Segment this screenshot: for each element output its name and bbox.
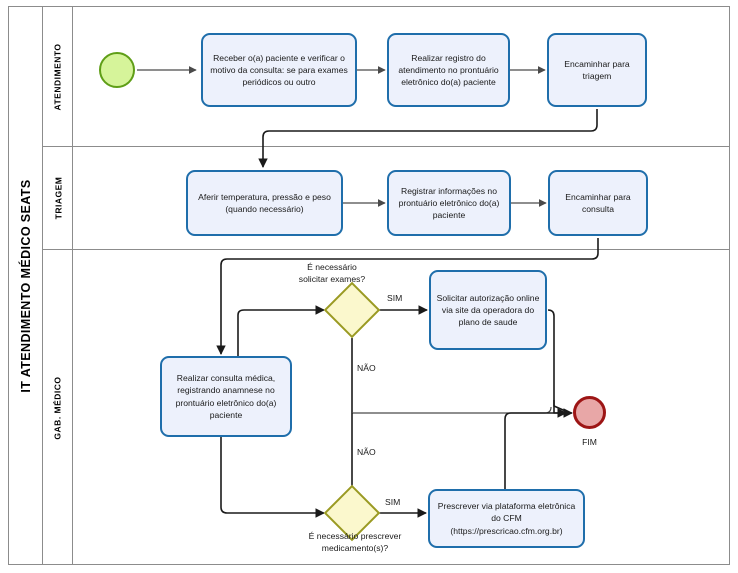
gateway-exames-question-line2: solicitar exames? (298, 273, 366, 284)
lane-label-triagem-text: TRIAGEM (53, 176, 64, 219)
pool-title: IT ATENDIMENTO MÉDICO SEATS (18, 178, 33, 393)
lane-label-triagem: TRIAGEM (43, 146, 73, 249)
lane-separator-1 (43, 146, 729, 147)
task-receber-paciente[interactable]: Receber o(a) paciente e verificar o moti… (201, 33, 357, 107)
gateway-medicamentos-sim-label: SIM (385, 497, 401, 507)
task-encaminhar-triagem[interactable]: Encaminhar para triagem (547, 33, 647, 107)
task-receber-paciente-label: Receber o(a) paciente e verificar o moti… (210, 52, 348, 88)
task-solicitar-autorizacao-label: Solicitar autorização online via site da… (436, 292, 540, 328)
gateway-exames-question-line1: É necessário (307, 262, 357, 272)
task-registrar-informacoes-label: Registrar informações no prontuário elet… (398, 185, 500, 221)
task-registro-atendimento-label: Realizar registro do atendimento no pron… (398, 52, 499, 88)
lane-label-atendimento-text: ATENDIMENTO (53, 42, 64, 111)
gateway-exames-question: É necessário solicitar exames? (277, 262, 387, 285)
task-solicitar-autorizacao[interactable]: Solicitar autorização online via site da… (429, 270, 547, 350)
lane-label-strip: ATENDIMENTO TRIAGEM GAB. MÉDICO (43, 7, 73, 564)
pool-title-strip: IT ATENDIMENTO MÉDICO SEATS (9, 7, 43, 564)
lane-separator-2 (43, 249, 729, 250)
task-encaminhar-triagem-label: Encaminhar para triagem (564, 58, 630, 81)
lane-label-gab-medico: GAB. MÉDICO (43, 249, 73, 566)
end-event[interactable] (573, 396, 606, 429)
task-realizar-consulta[interactable]: Realizar consulta médica, registrando an… (160, 356, 292, 437)
gateway-medicamentos-question: É necessário prescrever medicamento(s)? (275, 531, 435, 554)
task-prescrever-plataforma[interactable]: Prescrever via plataforma eletrônica do … (428, 489, 585, 548)
gateway-exames-sim-label: SIM (387, 293, 403, 303)
task-encaminhar-consulta[interactable]: Encaminhar para consulta (548, 170, 648, 236)
task-prescrever-plataforma-label: Prescrever via plataforma eletrônica do … (437, 501, 576, 536)
end-event-label: FIM (582, 437, 597, 447)
task-registrar-informacoes[interactable]: Registrar informações no prontuário elet… (387, 170, 511, 236)
lane-label-gab-medico-text: GAB. MÉDICO (53, 375, 63, 440)
gateway-exames-nao-label: NÃO (357, 363, 376, 373)
task-encaminhar-consulta-label: Encaminhar para consulta (565, 191, 631, 214)
task-realizar-consulta-label: Realizar consulta médica, registrando an… (175, 373, 277, 420)
task-aferir-sinais[interactable]: Aferir temperatura, pressão e peso (quan… (186, 170, 343, 236)
gateway-medicamentos-nao-label: NÃO (357, 447, 376, 457)
lane-label-atendimento: ATENDIMENTO (43, 7, 73, 146)
start-event[interactable] (99, 52, 135, 88)
gateway-medicamentos-question-line1: É necessário prescrever (308, 531, 402, 541)
gateway-medicamentos-question-line2: medicamento(s)? (321, 542, 389, 553)
task-aferir-sinais-label: Aferir temperatura, pressão e peso (quan… (198, 191, 331, 214)
task-registro-atendimento[interactable]: Realizar registro do atendimento no pron… (387, 33, 510, 107)
